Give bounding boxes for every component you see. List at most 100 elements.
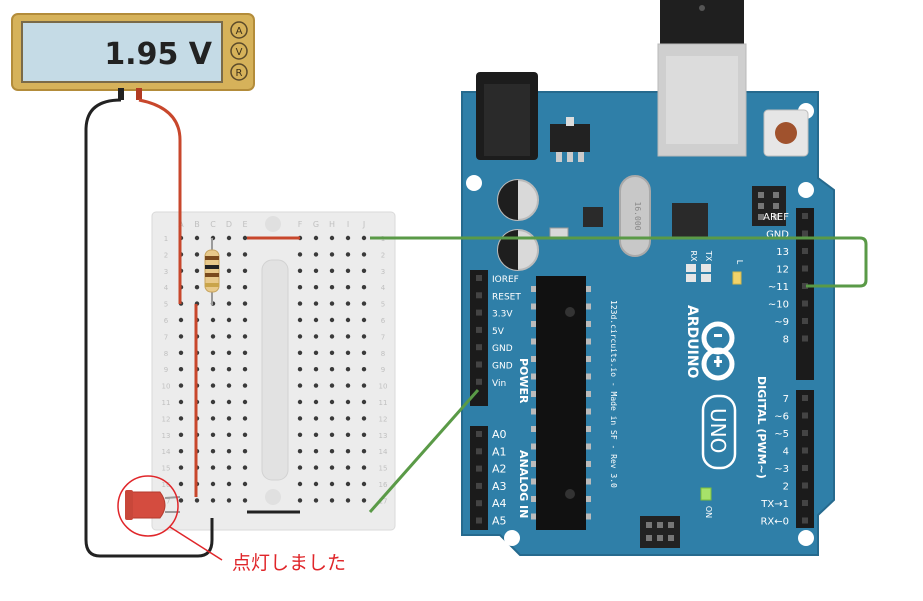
breadboard-hole[interactable] (210, 465, 216, 470)
breadboard-hole[interactable] (194, 498, 200, 503)
breadboard-hole[interactable] (297, 399, 303, 405)
header-pin-hole[interactable] (802, 482, 808, 489)
breadboard-hole[interactable] (178, 399, 184, 405)
reset-button[interactable] (763, 109, 809, 157)
breadboard-hole[interactable] (361, 498, 367, 503)
breadboard-hole[interactable] (226, 432, 232, 437)
breadboard-hole[interactable] (329, 383, 335, 388)
breadboard-hole[interactable] (178, 498, 184, 503)
header-pin-hole[interactable] (802, 517, 808, 524)
breadboard-hole[interactable] (329, 416, 335, 421)
meter-mode-r-button[interactable]: R (230, 63, 248, 81)
breadboard-hole[interactable] (297, 498, 303, 503)
resistor[interactable] (204, 238, 220, 305)
breadboard-hole[interactable] (329, 268, 335, 273)
header-pin-hole[interactable] (802, 213, 808, 219)
breadboard-hole[interactable] (329, 449, 335, 454)
breadboard-hole[interactable] (226, 285, 232, 290)
breadboard-hole[interactable] (345, 383, 351, 388)
breadboard-hole[interactable] (345, 465, 351, 470)
breadboard-hole[interactable] (226, 252, 232, 257)
breadboard-hole[interactable] (226, 235, 232, 241)
header-pin-hole[interactable] (802, 265, 808, 272)
breadboard-hole[interactable] (361, 432, 367, 437)
breadboard-hole[interactable] (210, 399, 216, 405)
breadboard-hole[interactable] (242, 334, 248, 339)
breadboard-hole[interactable] (313, 481, 319, 487)
header-pin-hole[interactable] (802, 230, 808, 237)
breadboard-hole[interactable] (345, 235, 351, 241)
breadboard-hole[interactable] (329, 350, 335, 355)
header-pin-hole[interactable] (476, 517, 482, 524)
digital-header-top[interactable] (796, 208, 814, 380)
breadboard-hole[interactable] (361, 449, 367, 454)
breadboard-hole[interactable] (313, 383, 319, 388)
breadboard-hole[interactable] (226, 350, 232, 355)
breadboard-hole[interactable] (345, 449, 351, 454)
breadboard-hole[interactable] (361, 317, 367, 323)
header-pin-hole[interactable] (476, 275, 482, 281)
header-pin-hole[interactable] (802, 412, 808, 419)
breadboard-hole[interactable] (329, 465, 335, 470)
breadboard-hole[interactable] (329, 367, 335, 372)
breadboard-hole[interactable] (242, 465, 248, 470)
breadboard-hole[interactable] (297, 416, 303, 421)
breadboard-hole[interactable] (194, 285, 200, 290)
breadboard-hole[interactable] (345, 301, 351, 306)
breadboard-hole[interactable] (210, 481, 216, 487)
breadboard-hole[interactable] (226, 481, 232, 487)
breadboard-hole[interactable] (297, 449, 303, 454)
breadboard-hole[interactable] (345, 268, 351, 273)
breadboard-hole[interactable] (226, 367, 232, 372)
breadboard-hole[interactable] (297, 481, 303, 487)
digital-header-bottom[interactable] (796, 390, 814, 528)
breadboard-hole[interactable] (210, 432, 216, 437)
header-pin-hole[interactable] (476, 361, 482, 368)
header-pin-hole[interactable] (476, 309, 482, 316)
breadboard-hole[interactable] (345, 498, 351, 503)
breadboard-hole[interactable] (361, 334, 367, 339)
breadboard-hole[interactable] (226, 498, 232, 503)
red-led[interactable] (125, 490, 181, 520)
breadboard-hole[interactable] (178, 416, 184, 421)
breadboard-hole[interactable] (345, 334, 351, 339)
breadboard-hole[interactable] (210, 383, 216, 388)
meter-probe-black[interactable] (118, 88, 124, 100)
breadboard-hole[interactable] (242, 268, 248, 273)
red-probe-wire[interactable] (138, 98, 182, 304)
breadboard-hole[interactable] (297, 350, 303, 355)
breadboard-hole[interactable] (329, 252, 335, 257)
breadboard-hole[interactable] (242, 432, 248, 437)
breadboard-hole[interactable] (361, 399, 367, 405)
breadboard-hole[interactable] (361, 465, 367, 470)
breadboard-hole[interactable] (194, 235, 200, 241)
breadboard-hole[interactable] (329, 498, 335, 503)
breadboard-hole[interactable] (226, 317, 232, 323)
breadboard-hole[interactable] (361, 416, 367, 421)
breadboard-hole[interactable] (242, 416, 248, 421)
black-probe-wire[interactable] (84, 98, 214, 558)
breadboard-hole[interactable] (226, 334, 232, 339)
breadboard-hole[interactable] (210, 367, 216, 372)
breadboard-hole[interactable] (345, 367, 351, 372)
multimeter[interactable]: 1.95 V A V R (11, 13, 255, 100)
breadboard-hole[interactable] (313, 301, 319, 306)
header-pin-hole[interactable] (476, 378, 482, 385)
breadboard-hole[interactable] (313, 350, 319, 355)
breadboard-hole[interactable] (242, 383, 248, 388)
breadboard-hole[interactable] (242, 301, 248, 306)
breadboard-hole[interactable] (178, 432, 184, 437)
breadboard-hole[interactable] (313, 367, 319, 372)
breadboard-hole[interactable] (226, 399, 232, 405)
header-pin-hole[interactable] (802, 283, 808, 289)
analog-header[interactable] (470, 426, 488, 530)
breadboard-hole[interactable] (345, 416, 351, 421)
breadboard-hole[interactable] (361, 285, 367, 290)
meter-probe-red[interactable] (136, 88, 142, 100)
header-pin-hole[interactable] (802, 335, 808, 342)
header-pin-hole[interactable] (476, 448, 482, 455)
breadboard-hole[interactable] (297, 317, 303, 323)
breadboard-hole[interactable] (297, 301, 303, 306)
breadboard-hole[interactable] (345, 317, 351, 323)
breadboard-hole[interactable] (313, 252, 319, 257)
